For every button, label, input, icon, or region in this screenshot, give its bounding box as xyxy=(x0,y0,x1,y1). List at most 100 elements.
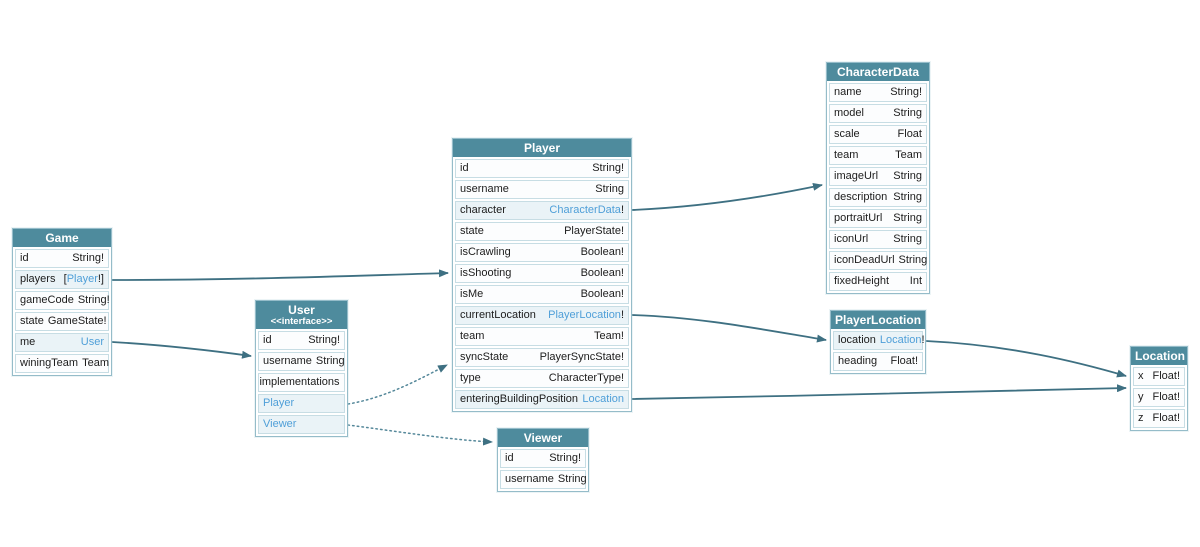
field-type: String xyxy=(893,170,922,182)
field-type[interactable]: [Player!] xyxy=(64,271,104,288)
implementation-link[interactable]: Player xyxy=(263,397,295,409)
type-link-player[interactable]: Player xyxy=(66,273,98,285)
table-header-user[interactable]: User<<interface>> xyxy=(256,301,347,329)
table-header-game[interactable]: Game xyxy=(13,229,111,247)
field-type[interactable]: PlayerLocation! xyxy=(548,307,624,324)
field-type: Float! xyxy=(1152,391,1180,403)
field-row-player-username[interactable]: username String xyxy=(455,180,629,199)
field-row-game-id[interactable]: id String! xyxy=(15,249,109,268)
field-row-game-me[interactable]: me User xyxy=(15,333,109,352)
type-link-user[interactable]: User xyxy=(80,336,104,348)
field-name: id xyxy=(460,162,469,174)
field-type: PlayerSyncState! xyxy=(539,351,624,363)
implementation-link[interactable]: Viewer xyxy=(263,418,297,430)
field-type: String! xyxy=(72,252,104,264)
field-name: iconDeadUrl xyxy=(834,254,895,266)
field-type: String xyxy=(595,183,624,195)
field-type: CharacterType! xyxy=(548,372,624,384)
field-row-game-players[interactable]: players [Player!] xyxy=(15,270,109,289)
field-type[interactable]: User xyxy=(81,334,104,351)
field-row-user-implementations[interactable]: implementations xyxy=(258,373,345,392)
edge-player-currentlocation xyxy=(631,314,827,343)
field-name: scale xyxy=(834,128,860,140)
type-link-characterdata[interactable]: CharacterData xyxy=(549,204,621,216)
field-name: x xyxy=(1138,370,1144,382)
table-header-location[interactable]: Location xyxy=(1131,347,1187,365)
field-name: me xyxy=(20,336,36,348)
field-name: players xyxy=(20,273,56,285)
table-header-player[interactable]: Player xyxy=(453,139,631,157)
field-type[interactable]: Location xyxy=(582,391,624,408)
field-type: String! xyxy=(592,162,624,174)
field-type[interactable]: CharacterData! xyxy=(549,202,624,219)
table-title: Location xyxy=(1135,349,1185,363)
field-type: Float xyxy=(897,128,922,140)
field-name: y xyxy=(1138,391,1144,403)
table-title: PlayerLocation xyxy=(835,313,922,327)
type-link-playerlocation[interactable]: PlayerLocation xyxy=(548,309,621,321)
field-type: GameState! xyxy=(47,315,107,327)
field-row-player-id[interactable]: id String! xyxy=(455,159,629,178)
field-row-location-y[interactable]: y Float! xyxy=(1133,388,1185,407)
field-name: team xyxy=(834,149,859,161)
field-name: description xyxy=(834,191,888,203)
edge-user-viewer xyxy=(347,424,493,446)
type-link-location[interactable]: Location xyxy=(879,334,922,346)
field-name: id xyxy=(20,252,29,264)
field-name: portraitUrl xyxy=(834,212,883,224)
field-type: Float! xyxy=(890,355,918,367)
field-name: isShooting xyxy=(460,267,512,279)
field-name: username xyxy=(263,355,312,367)
field-row-user-viewer[interactable]: Viewer xyxy=(258,415,345,434)
field-name: username xyxy=(460,183,509,195)
table-header-characterdata[interactable]: CharacterData xyxy=(827,63,929,81)
field-row-characterdata-scale[interactable]: scale Float xyxy=(829,125,927,144)
table-title: Viewer xyxy=(523,431,563,445)
type-link-location[interactable]: Location xyxy=(582,393,624,405)
field-name: enteringBuildingPosition xyxy=(460,393,579,405)
field-type: Team xyxy=(82,357,109,369)
field-type[interactable]: Location! xyxy=(880,332,925,349)
field-row-user-player[interactable]: Player xyxy=(258,394,345,413)
field-type: String xyxy=(893,233,922,245)
field-name: winingTeam xyxy=(20,357,79,369)
table-header-viewer[interactable]: Viewer xyxy=(498,429,588,447)
field-name: isCrawling xyxy=(460,246,511,258)
field-name: id xyxy=(505,452,514,464)
table-header-playerlocation[interactable]: PlayerLocation xyxy=(831,311,925,329)
